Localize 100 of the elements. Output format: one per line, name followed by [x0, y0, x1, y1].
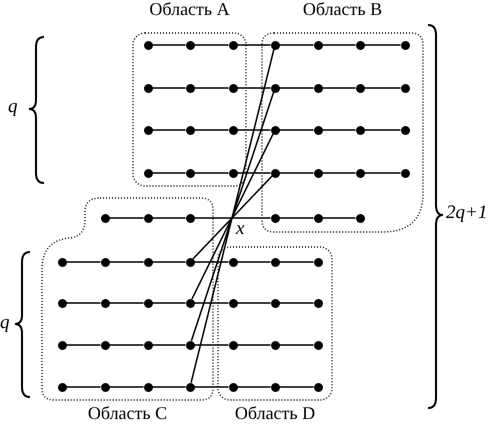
- math-label: 2q+1: [446, 202, 488, 224]
- dot: [314, 84, 322, 92]
- connector-line: [238, 172, 270, 174]
- dot: [186, 382, 194, 392]
- dot: [270, 258, 280, 266]
- connector-line: [280, 302, 314, 304]
- dot: [228, 126, 238, 134]
- connector-line: [152, 87, 186, 89]
- dot: [100, 382, 110, 392]
- connector-line: [322, 217, 356, 219]
- math-label: q: [0, 312, 10, 334]
- dot: [356, 214, 364, 222]
- connector-line: [238, 129, 270, 131]
- dot: [186, 84, 194, 92]
- dot: [186, 298, 194, 308]
- dot: [58, 298, 66, 308]
- connector-line: [152, 44, 186, 46]
- dot: [356, 40, 364, 50]
- connector-line: [280, 217, 314, 219]
- dot: [314, 258, 322, 266]
- connector-line: [238, 44, 270, 46]
- dot: [228, 382, 238, 392]
- dot: [270, 214, 280, 222]
- dot: [100, 340, 110, 350]
- dot: [144, 126, 152, 134]
- dot: [228, 40, 238, 50]
- dot: [314, 40, 322, 50]
- connector-line: [190, 92, 274, 341]
- connector-line: [152, 217, 186, 219]
- connector-line: [194, 129, 228, 131]
- region-label: Область D: [234, 402, 316, 424]
- dot: [400, 84, 410, 92]
- dot: [314, 298, 322, 308]
- connector-line: [192, 176, 272, 260]
- connector-line: [238, 87, 270, 89]
- dot: [144, 340, 152, 350]
- dot: [100, 214, 110, 222]
- connector-line: [194, 386, 228, 388]
- connector-line: [280, 87, 314, 89]
- dot: [400, 40, 410, 50]
- dot: [144, 382, 152, 392]
- connector-line: [152, 129, 186, 131]
- connector-line: [110, 344, 144, 346]
- dot: [144, 258, 152, 266]
- dot: [186, 168, 194, 178]
- connector-line: [152, 302, 186, 304]
- dot: [228, 168, 238, 178]
- dot: [144, 214, 152, 222]
- dot: [270, 168, 280, 178]
- connector-line: [152, 344, 186, 346]
- dot: [270, 84, 280, 92]
- dot: [58, 382, 66, 392]
- connector-line: [280, 129, 314, 131]
- connector-line: [110, 217, 144, 219]
- dot: [186, 126, 194, 134]
- connector-line: [322, 44, 356, 46]
- connector-line: [194, 87, 228, 89]
- math-label: x: [236, 218, 244, 240]
- region-label: Область C: [86, 402, 168, 424]
- dot: [186, 40, 194, 50]
- dot: [186, 340, 194, 350]
- connector-line: [110, 261, 144, 263]
- dot: [100, 258, 110, 266]
- dot: [144, 298, 152, 308]
- connector-line: [152, 261, 186, 263]
- connector-line: [364, 172, 400, 174]
- dot: [356, 84, 364, 92]
- dot: [58, 340, 66, 350]
- dot: [186, 214, 194, 222]
- connector-line: [194, 344, 228, 346]
- connector-line: [110, 302, 144, 304]
- connector-line: [194, 172, 228, 174]
- connector-line: [280, 261, 314, 263]
- connector-line: [66, 386, 100, 388]
- connector-line: [110, 386, 144, 388]
- connector-line: [152, 386, 186, 388]
- connector-line: [194, 261, 228, 263]
- dot: [100, 298, 110, 308]
- dot: [314, 382, 322, 392]
- dot: [270, 382, 280, 392]
- connector-line: [190, 49, 275, 383]
- connector-line: [322, 129, 356, 131]
- dot: [400, 126, 410, 134]
- dot: [314, 168, 322, 178]
- connector-line: [322, 172, 356, 174]
- connector-line: [364, 44, 400, 46]
- connector-line: [238, 302, 270, 304]
- connector-line: [238, 261, 270, 263]
- connector-line: [322, 87, 356, 89]
- dot: [144, 40, 152, 50]
- dot: [270, 126, 280, 134]
- dot: [144, 84, 152, 92]
- connector-line: [66, 302, 100, 304]
- connector-line: [238, 344, 270, 346]
- dot: [356, 126, 364, 134]
- connector-line: [194, 217, 270, 219]
- connector-line: [280, 44, 314, 46]
- connector-line: [364, 87, 400, 89]
- dot: [58, 258, 66, 266]
- connector-line: [238, 386, 270, 388]
